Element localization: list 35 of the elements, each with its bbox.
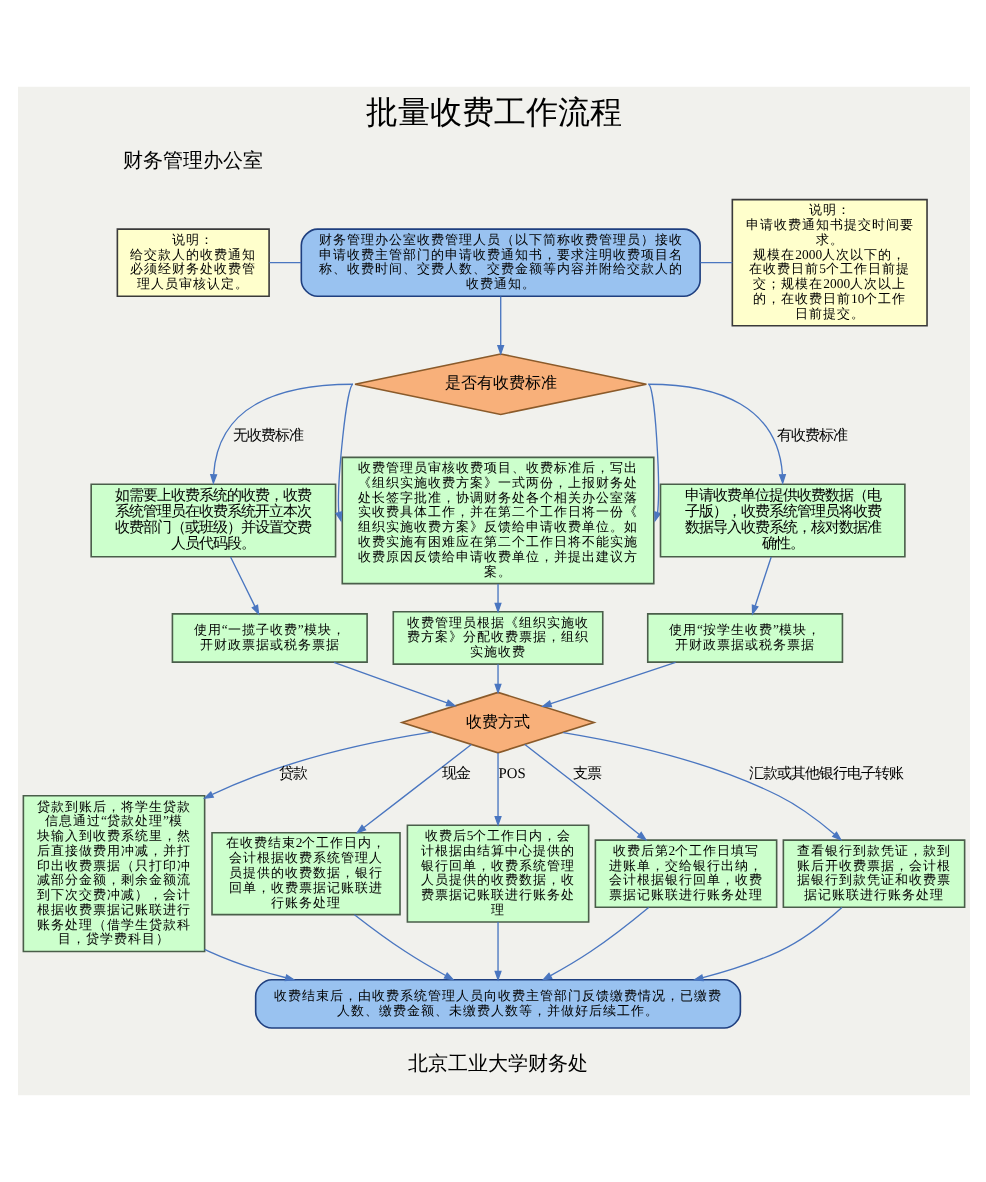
arrow bbox=[228, 556, 259, 616]
arrow bbox=[208, 383, 353, 485]
arrow bbox=[352, 914, 454, 981]
arrow bbox=[691, 906, 842, 982]
edge-label: 汇款或其他银行电子转账 bbox=[747, 764, 902, 783]
arrow bbox=[523, 743, 647, 842]
label: 财务管理办公室 bbox=[122, 150, 263, 173]
arrow bbox=[203, 948, 295, 982]
arrow bbox=[540, 906, 649, 981]
arrow bbox=[201, 731, 432, 799]
arrow bbox=[493, 921, 501, 982]
arrow bbox=[493, 583, 501, 614]
arrow bbox=[332, 661, 456, 707]
arrow bbox=[646, 383, 786, 485]
diagram-title: 批量收费工作流程 bbox=[365, 97, 621, 132]
connector bbox=[698, 262, 732, 264]
arrow bbox=[354, 743, 471, 834]
arrow bbox=[334, 383, 353, 523]
label: 北京工业大学财务处 bbox=[407, 1054, 588, 1077]
arrow bbox=[646, 383, 661, 523]
edge-label: POS bbox=[497, 764, 525, 783]
arrow bbox=[750, 556, 771, 616]
edge-label: 现金 bbox=[440, 764, 469, 783]
edge-label: 贷款 bbox=[278, 764, 307, 783]
arrow bbox=[493, 752, 501, 827]
node-box: 如需要上收费系统的收费，收费系统管理员在收费系统开立本次收费部门（或班级）并设置交费人员代码段。 bbox=[89, 483, 336, 558]
arrow bbox=[493, 663, 501, 695]
edge-label: 无收费标准 bbox=[231, 425, 302, 444]
connector bbox=[267, 262, 301, 264]
arrow bbox=[539, 661, 676, 708]
edge-label: 支票 bbox=[572, 764, 601, 783]
edge-label: 有收费标准 bbox=[775, 425, 846, 444]
node-box: 申请收费单位提供收费数据（电子版），收费系统管理员将收费数据导入收费系统，核对数据准确性。 bbox=[658, 483, 905, 558]
arrow bbox=[495, 295, 504, 356]
arrow bbox=[561, 731, 842, 842]
